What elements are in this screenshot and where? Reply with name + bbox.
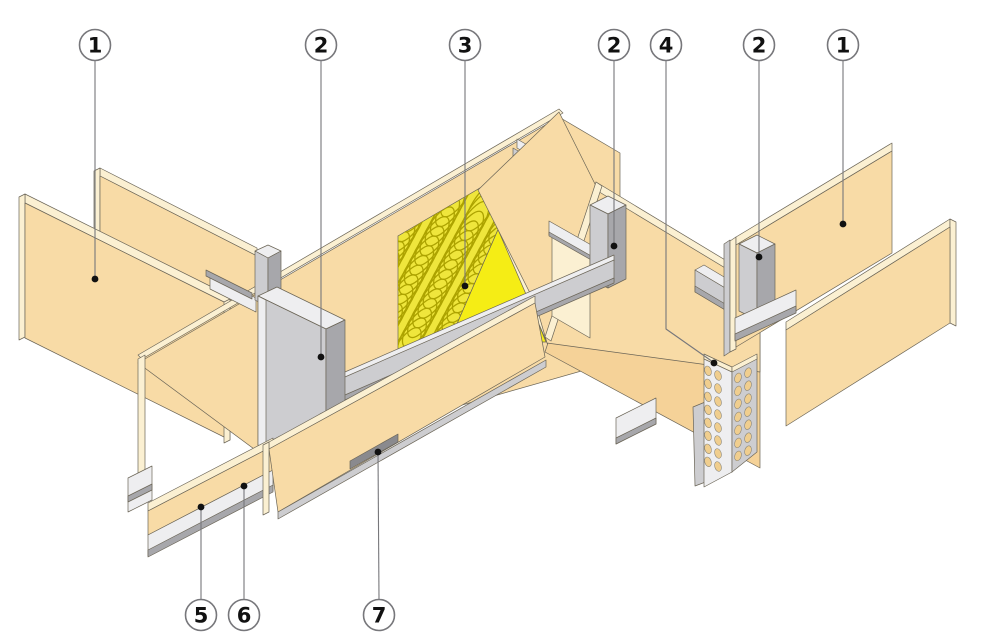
callout-4-label: 4	[659, 34, 674, 58]
callout-7: 7	[364, 449, 395, 631]
callout-2-right-label: 2	[752, 34, 767, 58]
callout-1-left-label: 1	[88, 34, 103, 58]
callout-5-label: 5	[194, 604, 209, 628]
callout-2-middle-label: 2	[607, 34, 622, 58]
perforated-corner-bead	[703, 354, 757, 487]
callout-1-right-label: 1	[836, 34, 851, 58]
callout-2-left-label: 2	[314, 34, 329, 58]
callout-7-label: 7	[372, 604, 387, 628]
callout-6-label: 6	[237, 604, 252, 628]
callout-3-label: 3	[458, 34, 473, 58]
corner-floor-channel	[616, 398, 656, 444]
